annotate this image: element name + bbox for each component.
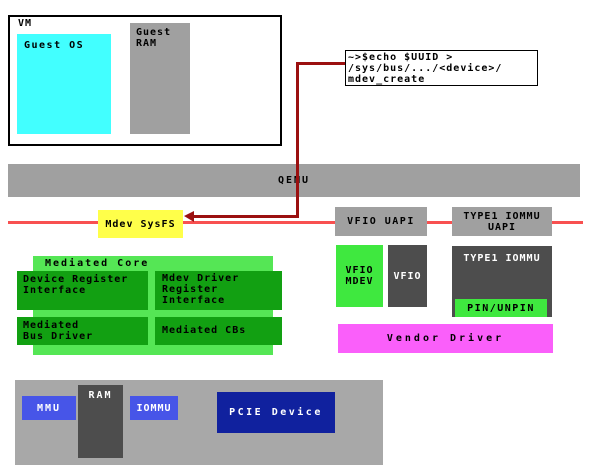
connector-line-bottom xyxy=(193,215,299,218)
vm-label: VM xyxy=(18,18,33,29)
guest-os-box: Guest OS xyxy=(17,34,111,134)
iommu-box: IOMMU xyxy=(130,396,178,420)
type1-iommu-uapi-box: TYPE1 IOMMU UAPI xyxy=(452,207,552,236)
arrow-left-icon xyxy=(184,211,194,222)
connector-line-vertical xyxy=(296,62,299,218)
guest-ram-box: Guest RAM xyxy=(130,23,190,134)
vfio-uapi-box: VFIO UAPI xyxy=(335,207,427,236)
mdev-create-command-box: ~>$echo $UUID > /sys/bus/.../<device>/ m… xyxy=(345,50,538,86)
device-register-interface-box: Device Register Interface xyxy=(17,271,148,310)
pcie-device-box: PCIE Device xyxy=(217,392,335,433)
connector-line-top xyxy=(296,62,345,65)
mmu-box: MMU xyxy=(22,396,76,420)
vfio-mdev-box: VFIO MDEV xyxy=(336,245,383,307)
vfio-box: VFIO xyxy=(388,245,427,307)
mediated-core-title: Mediated Core xyxy=(45,258,150,269)
pin-unpin-box: PIN/UNPIN xyxy=(455,299,547,317)
vendor-driver-box: Vendor Driver xyxy=(338,324,553,353)
mediated-cbs-box: Mediated CBs xyxy=(155,317,282,345)
mediated-bus-driver-box: Mediated Bus Driver xyxy=(17,317,148,345)
qemu-bar: QEMU xyxy=(8,164,580,197)
userspace-kernel-divider xyxy=(8,221,583,224)
ram-box: RAM xyxy=(78,385,123,458)
mdev-sysfs-box: Mdev SysFS xyxy=(98,210,183,238)
mdev-driver-register-interface-box: Mdev Driver Register Interface xyxy=(155,271,282,310)
